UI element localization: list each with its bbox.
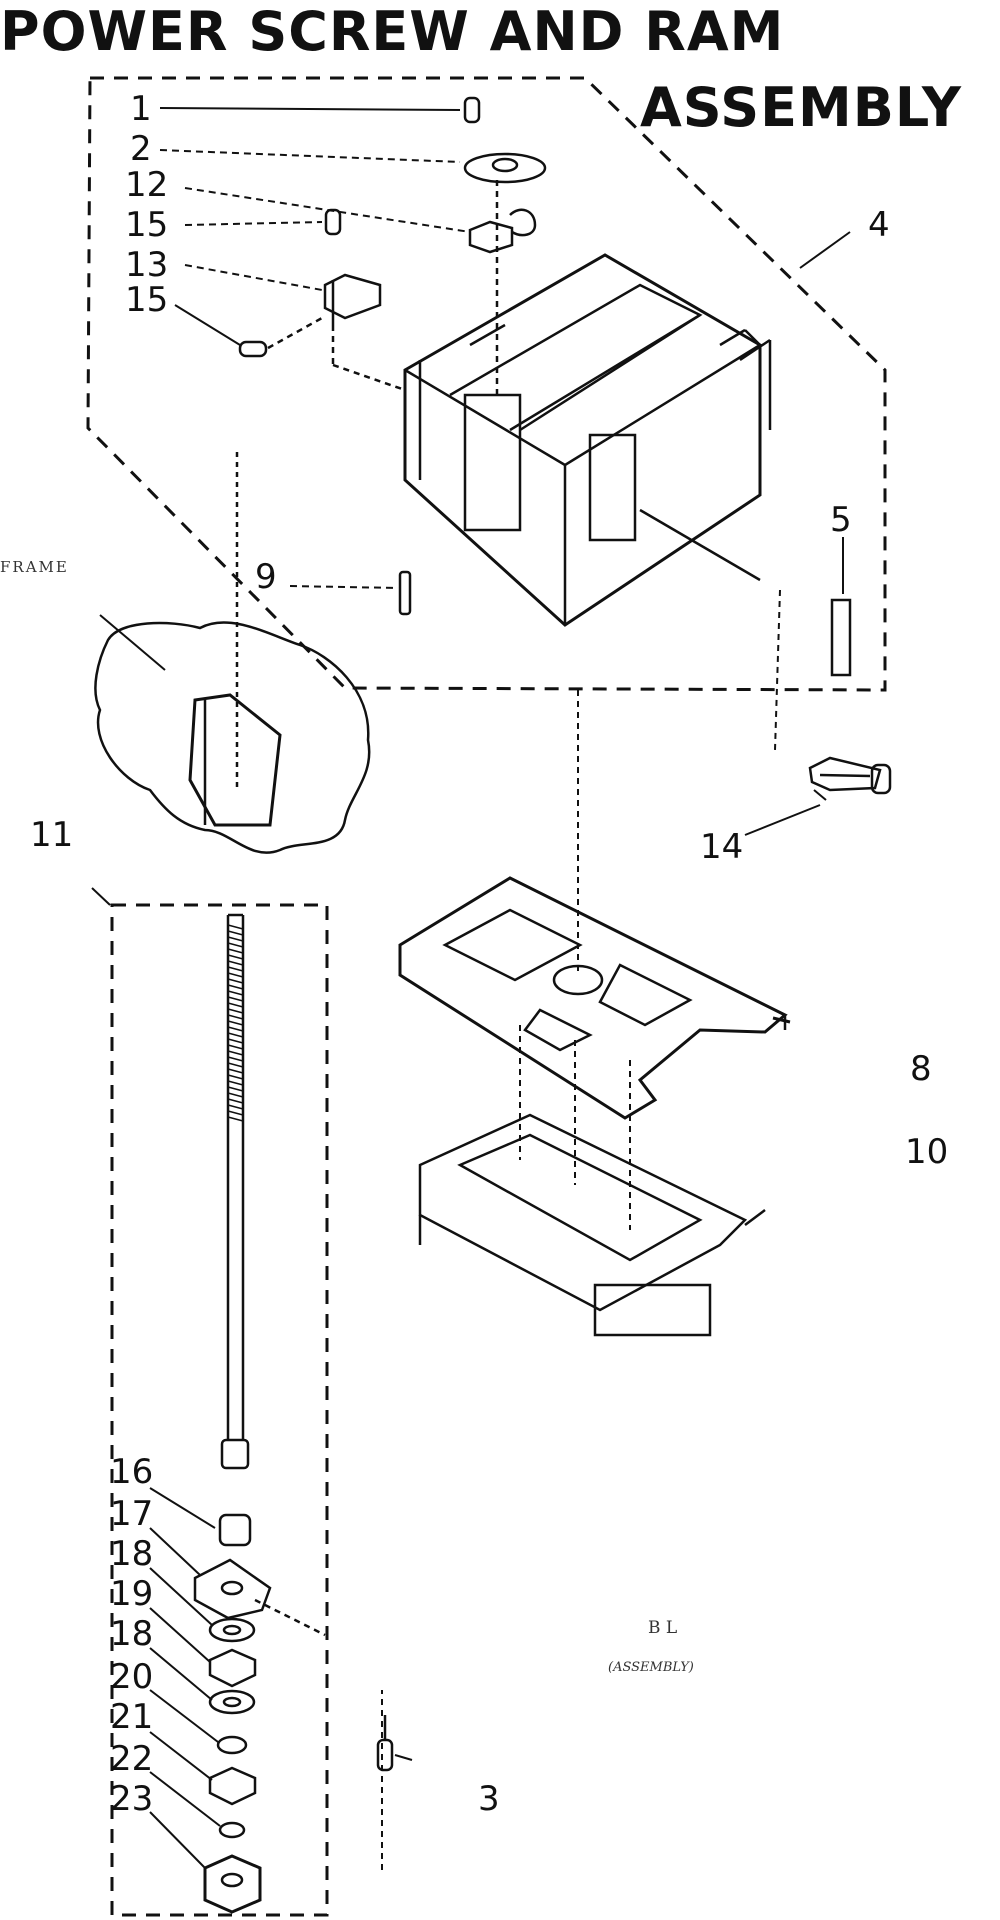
callout-8: 8 [910,1049,932,1089]
clip-part-12 [468,220,514,254]
callout-22: 22 [110,1739,154,1779]
callout-15-upper: 15 [125,205,169,245]
bl-label: B L [648,1618,678,1638]
thread-mark [227,924,244,930]
thread-mark [227,1098,244,1104]
callout-1: 1 [130,89,152,129]
callout-10: 10 [905,1132,949,1172]
screw-part-15b [238,340,268,358]
screw-part-15a [324,208,342,236]
upper-leader-lines [159,107,851,594]
ram-box-part [403,253,772,627]
thread-mark [227,1104,244,1110]
thread-mark [227,1002,244,1008]
thread-mark [227,1020,244,1026]
thread-mark [227,990,244,996]
callout-21: 21 [110,1697,154,1737]
diagram-title-line-1: POWER SCREW AND RAM [0,0,785,63]
thread-mark [227,1014,244,1020]
thread-mark [227,1074,244,1080]
callout-2: 2 [130,129,152,169]
plate-part-8 [398,876,788,1120]
washer-part-18b [208,1689,256,1715]
hardware-stack [193,1438,326,1914]
thread-mark [227,1056,244,1062]
thread-mark [227,1086,244,1092]
diagram-title-line-2: ASSEMBLY [640,76,963,139]
lower-leader-lines [149,1487,221,1869]
pin-part-9 [398,570,412,616]
upper-assembly-boundary [86,76,887,692]
thread-mark [227,996,244,1002]
bracket-part-13 [323,273,382,320]
power-screw-boundary [110,903,329,1917]
callout-16: 16 [110,1452,154,1492]
callout-18-upper: 18 [110,1534,154,1574]
frame-label: FRAME [0,558,69,576]
thread-mark [227,960,244,966]
bl-sub-label: (ASSEMBLY) [608,1660,694,1675]
callout-11: 11 [30,815,74,855]
thread-mark [227,1044,244,1050]
callout-20: 20 [110,1657,154,1697]
thread-mark [227,1062,244,1068]
thread-mark [227,942,244,948]
thread-mark [227,972,244,978]
nut-part-23 [203,1854,262,1914]
thread-mark [227,1038,244,1044]
tray-part-10 [418,1113,766,1337]
threaded-rod-part [226,913,245,1440]
thread-mark [227,1092,244,1098]
nut-part-21 [208,1766,257,1806]
callout-4: 4 [868,205,890,245]
plate-part-2 [463,152,547,184]
screw-part-3 [376,1715,413,1772]
thread-mark [227,966,244,972]
washer-part-22 [218,1821,246,1839]
guide-lines [381,589,781,1870]
nut-part-19 [208,1648,257,1688]
callout-3: 3 [478,1779,500,1819]
callout-15-lower: 15 [125,280,169,320]
callout-9: 9 [255,557,277,597]
callout-13: 13 [125,245,169,285]
thread-mark [227,1116,244,1122]
strip-part-5 [830,598,852,677]
thread-mark [227,1080,244,1086]
thread-mark [227,1026,244,1032]
frame-slot [188,693,282,827]
washer-part-20 [216,1735,248,1755]
callout-17: 17 [110,1494,154,1534]
thread-mark [227,936,244,942]
thread-mark [227,1008,244,1014]
nut-part-16 [218,1513,252,1547]
thread-mark [227,954,244,960]
thread-mark [227,984,244,990]
frame-fragment [94,621,371,854]
thread-mark [227,948,244,954]
washer-part-18a [208,1617,256,1643]
callout-19: 19 [110,1574,154,1614]
thread-mark [227,1032,244,1038]
callout-18-lower: 18 [110,1614,154,1654]
callout-12: 12 [125,165,169,205]
latch-part-14 [744,756,892,836]
thread-mark [227,1068,244,1074]
thread-mark [227,978,244,984]
small-fasteners-group [238,96,547,400]
thread-mark [227,930,244,936]
callout-23: 23 [110,1779,154,1819]
bracket-part-17 [193,1558,272,1620]
thread-mark [227,1110,244,1116]
thread-mark [227,1050,244,1056]
screw-part-1 [463,96,481,124]
callout-5: 5 [830,500,852,540]
callout-14: 14 [700,827,744,867]
